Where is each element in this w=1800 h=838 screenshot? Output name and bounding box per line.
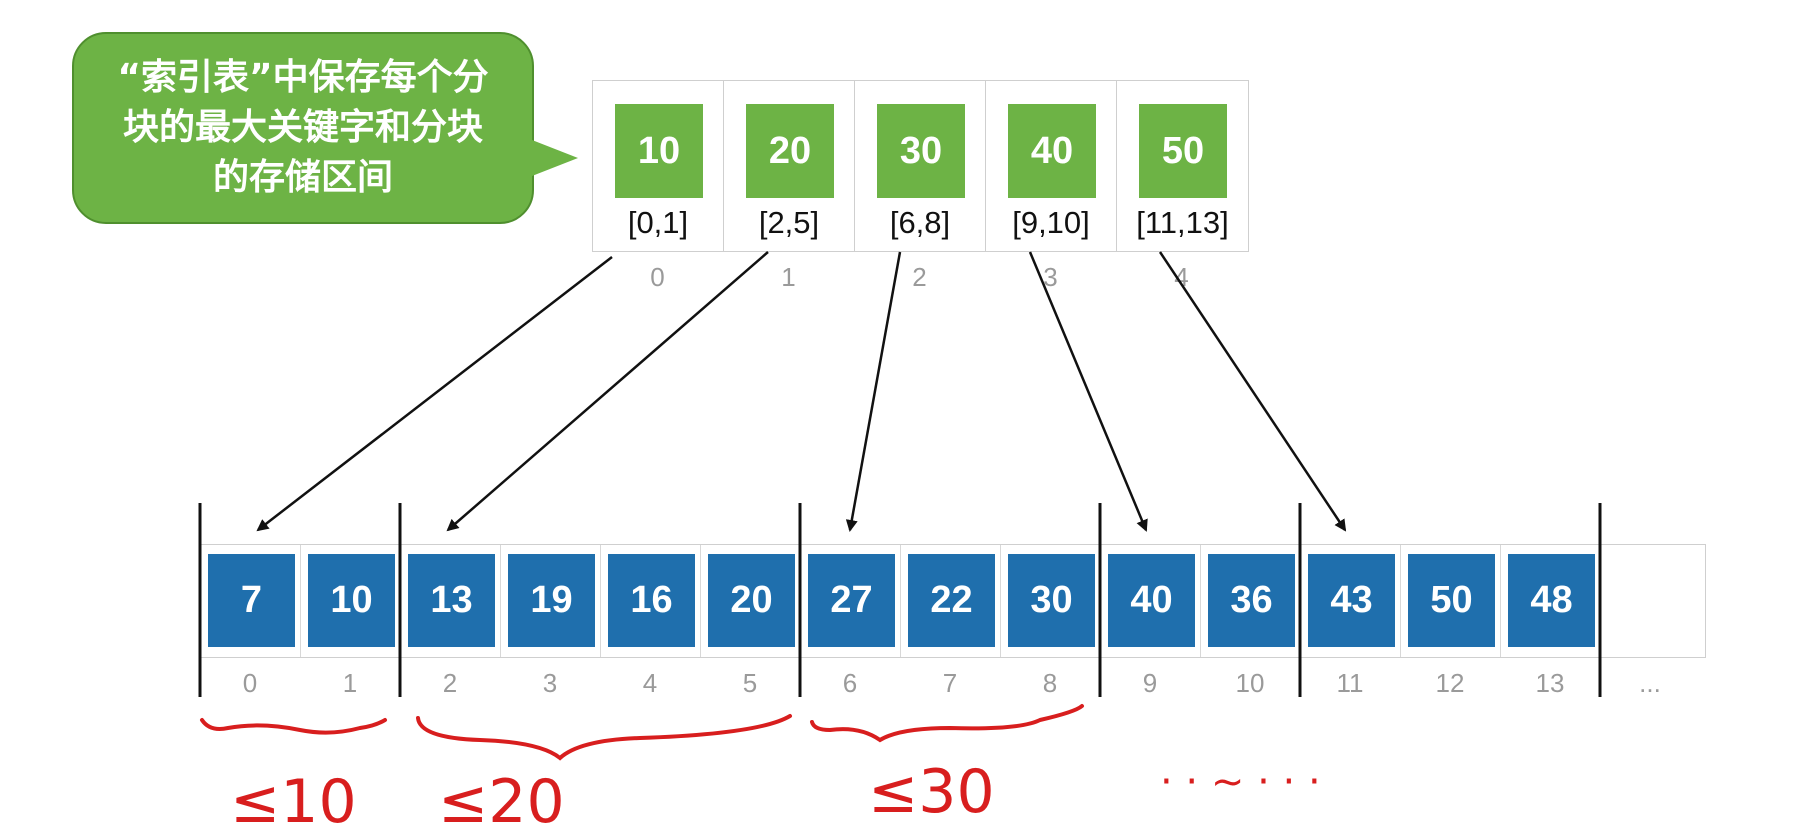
index-range: [9,10] [1012,205,1090,240]
callout-text: “索引表”中保存每个分 块的最大关键字和分块 的存储区间 [117,57,489,198]
annotation-block-2: ≤30 [868,757,995,827]
index-position: 4 [1174,262,1189,292]
array-value: 30 [1008,554,1095,647]
array-cell: 20 [701,545,801,657]
array-position: 11 [1336,668,1364,698]
annotation-trailing: · · ~ · · · [1160,759,1321,805]
annotation-block-0: ≤10 [230,767,357,837]
array-value: 40 [1108,554,1195,647]
array-value: 16 [608,554,695,647]
index-entry: 50 [11,13] [1117,81,1248,251]
callout-bubble: “索引表”中保存每个分 块的最大关键字和分块 的存储区间 [72,32,534,224]
index-entry: 30 [6,8] [855,81,986,251]
array-value: 20 [708,554,795,647]
index-entry: 10 [0,1] [593,81,724,251]
array-cell: 16 [601,545,701,657]
brace-block-0 [200,718,387,735]
array-value: 36 [1208,554,1295,647]
array-position: 0 [242,668,258,698]
index-position: 3 [1043,262,1058,292]
array-value: 13 [408,554,495,647]
array-cell: 43 [1301,545,1401,657]
array-value: 7 [208,554,295,647]
main-array: 7 10 13 19 16 20 27 22 30 40 36 43 50 48 [200,544,1706,658]
array-position: 8 [1042,668,1058,698]
array-position: 7 [942,668,958,698]
index-position: 1 [781,262,796,292]
pointer-arrow-block-1 [446,251,769,532]
array-value: 50 [1408,554,1495,647]
callout-tail [532,140,578,176]
index-range: [6,8] [889,205,951,240]
array-value: 19 [508,554,595,647]
index-entry: 40 [9,10] [986,81,1117,251]
array-cell: 10 [301,545,401,657]
index-max-key: 40 [1008,104,1096,198]
array-position: 6 [842,668,858,698]
array-cell: 48 [1501,545,1601,657]
array-position: 3 [542,668,558,698]
array-cell: 40 [1101,545,1201,657]
array-cell: 13 [401,545,501,657]
index-position: 0 [650,262,665,292]
index-max-key: 10 [615,104,703,198]
array-cell: 22 [901,545,1001,657]
array-value: 48 [1508,554,1595,647]
array-position: 1 [342,668,358,698]
array-cell: 27 [801,545,901,657]
index-range: [11,13] [1136,205,1229,240]
array-value: 10 [308,554,395,647]
brace-block-1 [416,714,792,761]
brace-block-2 [810,704,1084,743]
pointer-arrow-block-0 [256,256,613,532]
index-range: [2,5] [758,205,820,240]
pointer-arrow-block-2 [845,251,902,532]
index-max-key: 50 [1139,104,1227,198]
array-cell: 36 [1201,545,1301,657]
array-value: 43 [1308,554,1395,647]
array-position: 12 [1435,668,1465,698]
array-cell: 7 [201,545,301,657]
array-position: 2 [442,668,458,698]
array-positions: 0 1 2 3 4 5 6 7 8 9 10 11 12 13 ... [200,668,1700,699]
array-cell: 19 [501,545,601,657]
index-table-positions: 0 1 2 3 4 [592,262,1247,293]
array-position: 5 [742,668,758,698]
pointer-arrow-block-3 [1028,251,1148,532]
array-position: 10 [1235,668,1265,698]
index-table: 10 [0,1] 20 [2,5] 30 [6,8] 40 [9,10] 50 … [592,80,1249,252]
array-position: 4 [642,668,658,698]
array-value: 27 [808,554,895,647]
index-position: 2 [912,262,927,292]
array-position: 9 [1142,668,1158,698]
pointer-arrow-block-4 [1158,251,1347,532]
index-max-key: 20 [746,104,834,198]
index-entry: 20 [2,5] [724,81,855,251]
array-cell: 50 [1401,545,1501,657]
annotation-block-1: ≤20 [438,767,565,837]
index-range: [0,1] [627,205,689,240]
array-ellipsis: ... [1639,668,1661,698]
array-position: 13 [1535,668,1565,698]
index-max-key: 30 [877,104,965,198]
array-value: 22 [908,554,995,647]
